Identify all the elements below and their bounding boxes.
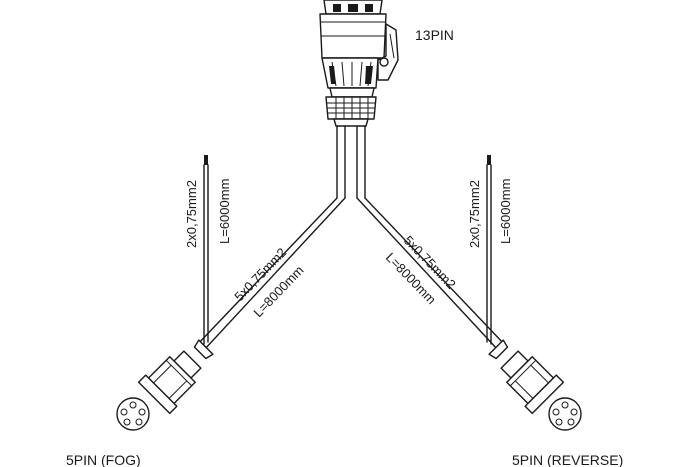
label-13pin: 13PIN <box>415 27 454 43</box>
label-branch-right-section: 2x0,75mm2 <box>467 180 482 248</box>
cable-main-left <box>195 197 346 351</box>
label-branch-right-length: L=6000mm <box>498 179 513 244</box>
socket-5pin-fog <box>137 339 214 415</box>
plug-13pin <box>319 0 399 127</box>
socket-face-fog <box>116 397 150 431</box>
socket-5pin-reverse <box>488 339 565 415</box>
label-branch-left-length: L=6000mm <box>217 179 232 244</box>
label-5pin-reverse: 5PIN (REVERSE) <box>512 452 623 467</box>
socket-face-reverse <box>548 397 582 431</box>
cable-main-right <box>356 197 507 351</box>
label-5pin-fog: 5PIN (FOG) <box>66 452 141 467</box>
cable-branch-left <box>203 155 209 345</box>
cable-branch-right <box>486 155 492 345</box>
cable-trunk <box>336 125 366 199</box>
label-branch-left-section: 2x0,75mm2 <box>184 180 199 248</box>
